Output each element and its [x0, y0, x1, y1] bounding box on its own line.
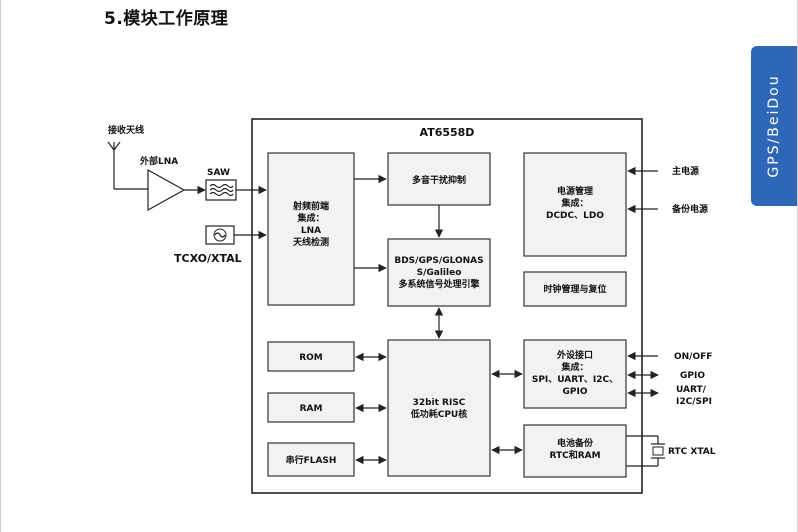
peripheral-gpio: GPIO	[563, 387, 588, 397]
power-mgmt-integrated: 集成：	[560, 197, 588, 209]
battery-backup-rtc-ram: RTC和RAM	[549, 449, 600, 461]
ram-block	[267, 392, 355, 423]
backup-power-label: 备份电源	[671, 203, 708, 215]
rf-frontend-antenna-detect: 天线检测	[293, 236, 329, 248]
rf-frontend-block	[267, 152, 355, 306]
on-off-label: ON/OFF	[674, 352, 712, 362]
power-mgmt-title: 电源管理	[557, 185, 593, 197]
main-power-label: 主电源	[672, 165, 699, 177]
rf-frontend-lna: LNA	[301, 226, 321, 236]
gnss-engine-line3: 多系统信号处理引擎	[398, 278, 479, 290]
clock-reset-block	[523, 271, 627, 307]
power-mgmt-dcdc-ldo: DCDC、LDO	[546, 211, 604, 221]
antenna-icon	[107, 141, 121, 189]
battery-backup-block	[523, 424, 627, 478]
peripheral-title: 外设接口	[556, 349, 593, 361]
jammer-suppression-label: 多音干扰抑制	[412, 174, 466, 186]
section-heading: 5.模块工作原理	[104, 9, 229, 29]
rtc-crystal-icon	[626, 435, 665, 467]
i2c-spi-label: I2C/SPI	[676, 397, 712, 407]
clock-reset-label: 时钟管理与复位	[543, 283, 606, 295]
peripheral-integrated: 集成：	[560, 361, 588, 373]
external-lna-label: 外部LNA	[139, 155, 178, 167]
page-border-left	[0, 0, 1, 532]
rtc-xtal-label: RTC XTAL	[668, 447, 716, 457]
peripheral-protocols: SPI、UART、I2C、	[532, 375, 618, 385]
rf-frontend-title: 射频前端	[292, 200, 329, 212]
flash-label: 串行FLASH	[286, 454, 337, 466]
jammer-suppression-block	[387, 152, 491, 206]
power-management-block	[523, 152, 627, 257]
tcxo-label: TCXO/XTAL	[174, 252, 242, 265]
tcxo-oscillator-icon	[205, 225, 235, 245]
flash-block	[267, 442, 355, 477]
gnss-engine-line2: S/Galileo	[417, 268, 462, 278]
saw-label: SAW	[207, 168, 230, 178]
ram-label: RAM	[300, 404, 323, 414]
rom-label: ROM	[299, 353, 323, 363]
antenna-label: 接收天线	[108, 124, 144, 136]
lna-amplifier-icon	[147, 168, 186, 212]
cpu-line2: 低功耗CPU核	[410, 408, 468, 420]
rom-block	[267, 341, 355, 372]
gpio-label: GPIO	[680, 371, 705, 381]
battery-backup-title: 电池备份	[557, 437, 594, 449]
saw-filter-icon	[205, 179, 237, 201]
cpu-line1: 32bit RISC	[413, 398, 466, 408]
rf-frontend-integrated: 集成：	[296, 212, 324, 224]
cpu-block	[387, 339, 491, 477]
peripheral-interface-block	[523, 339, 627, 409]
gnss-engine-line1: BDS/GPS/GLONAS	[394, 256, 483, 266]
uart-label: UART/	[676, 385, 707, 395]
chip-name: AT6558D	[420, 126, 475, 139]
gnss-engine-block	[387, 238, 491, 307]
gps-beidou-side-tab[interactable]: GPS/BeiDou	[751, 46, 797, 206]
